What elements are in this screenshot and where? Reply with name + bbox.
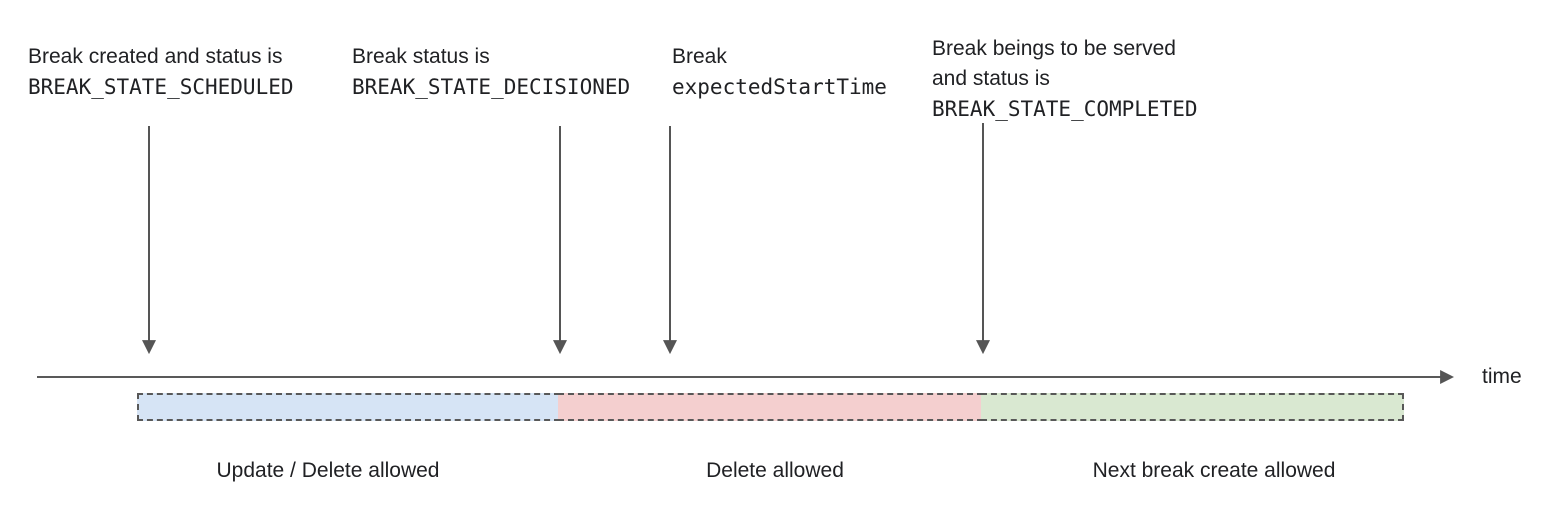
time-axis-label: time <box>1482 365 1522 388</box>
annotation-decisioned-code: BREAK_STATE_DECISIONED <box>352 75 631 99</box>
segment-label-delete: Delete allowed <box>706 459 844 482</box>
segment-update-delete-allowed <box>137 393 560 421</box>
annotation-scheduled: Break created and status is BREAK_STATE_… <box>28 42 294 102</box>
annotation-completed-text-line2: and status is <box>932 67 1050 90</box>
segment-label-next-break-create: Next break create allowed <box>1092 459 1336 482</box>
annotation-completed-code: BREAK_STATE_COMPLETED <box>932 97 1198 121</box>
segment-delete-allowed <box>558 393 983 421</box>
segment-next-break-create-allowed <box>981 393 1404 421</box>
segment-label-update-delete: Update / Delete allowed <box>216 459 440 482</box>
timeline-bar <box>137 393 1404 421</box>
annotation-scheduled-code: BREAK_STATE_SCHEDULED <box>28 75 294 99</box>
annotation-expected-start-code: expectedStartTime <box>672 75 887 99</box>
annotation-completed: Break beings to be served and status is … <box>932 34 1198 124</box>
annotation-expected-start-text: Break <box>672 45 727 68</box>
annotation-decisioned: Break status is BREAK_STATE_DECISIONED <box>352 42 630 102</box>
annotation-completed-text-line1: Break beings to be served <box>932 37 1176 60</box>
annotation-expected-start: Break expectedStartTime <box>672 42 887 102</box>
annotation-scheduled-text: Break created and status is <box>28 45 283 68</box>
annotation-decisioned-text: Break status is <box>352 45 490 68</box>
